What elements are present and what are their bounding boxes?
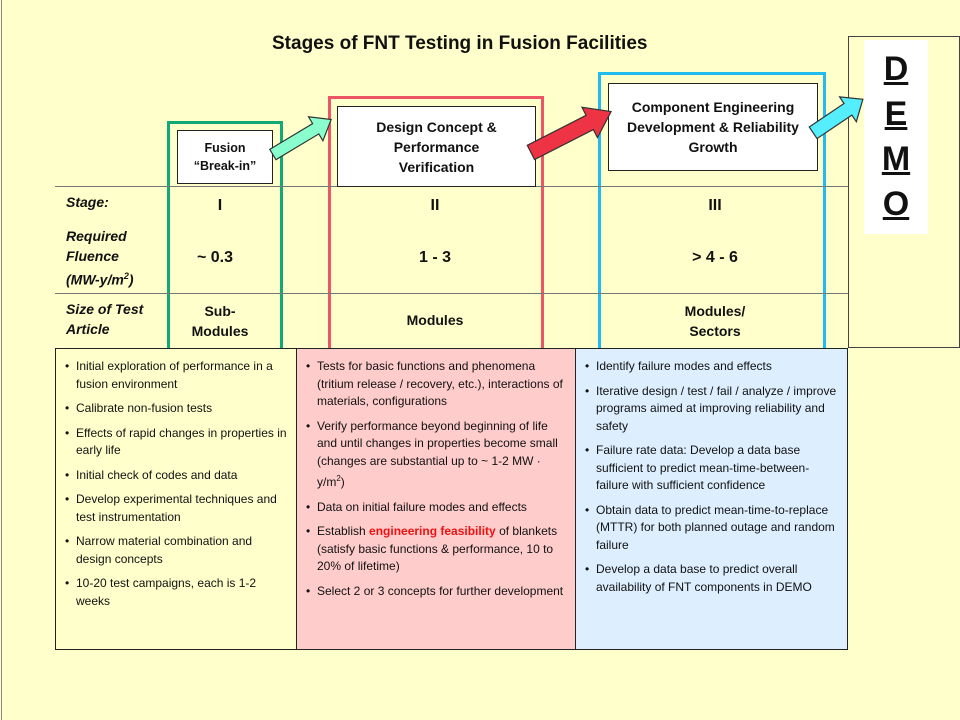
- list-item: Calibrate non-fusion tests: [62, 400, 288, 418]
- row-label-fluence-line1: Required: [66, 228, 127, 244]
- stage1-header-line2: “Break-in”: [193, 159, 257, 173]
- list-item: Verify performance beyond beginning of l…: [303, 418, 567, 492]
- stage2-details-panel: Tests for basic functions and phenomena …: [296, 348, 576, 650]
- demo-letter-d: D: [883, 50, 909, 88]
- demo-letter-e: E: [884, 95, 908, 133]
- list-item: Initial check of codes and data: [62, 467, 288, 485]
- stage2-item4-post: of blankets (satisfy basic functions & p…: [317, 524, 558, 573]
- stage2-outline: [328, 96, 544, 351]
- row-divider-middle: [55, 293, 848, 294]
- list-item: Iterative design / test / fail / analyze…: [582, 383, 839, 436]
- list-item: 10-20 test campaigns, each is 1-2 weeks: [62, 575, 288, 610]
- stage2-item2-sup: 2: [336, 474, 341, 483]
- list-item: Failure rate data: Develop a data base s…: [582, 442, 839, 495]
- stage3-outline: [598, 72, 826, 351]
- stage2-item2-text: Verify performance beyond beginning of l…: [317, 418, 558, 490]
- stage1-size: Sub- Modules: [170, 301, 270, 341]
- list-item: Select 2 or 3 concepts for further devel…: [303, 583, 567, 601]
- stage2-item1-text: Tests for basic functions and phenomena …: [317, 359, 563, 408]
- stage3-details-panel: Identify failure modes and effectsIterat…: [575, 348, 848, 650]
- list-item: Obtain data to predict mean-time-to-repl…: [582, 502, 839, 555]
- arrow-stage2-to-stage3: [526, 106, 613, 161]
- row-label-size-line1: Size of Test: [66, 301, 144, 317]
- stage3-size-line2: Sectors: [689, 323, 741, 339]
- stage1-details-panel: Initial exploration of performance in a …: [55, 348, 297, 650]
- demo-letter-m: M: [881, 140, 911, 178]
- stage1-size-line1: Sub-: [204, 303, 236, 319]
- stage3-size: Modules/ Sectors: [660, 301, 770, 341]
- list-item: Narrow material combination and design c…: [62, 533, 288, 568]
- row-label-fluence-unit: (MW-y/m2): [66, 266, 134, 290]
- stage1-header-line1: Fusion: [204, 141, 246, 155]
- stage3-header-line1: Component Engineering: [631, 99, 795, 115]
- list-item: Tests for basic functions and phenomena …: [303, 358, 567, 411]
- list-item: Initial exploration of performance in a …: [62, 358, 288, 393]
- stage2-header-line1: Design Concept &: [376, 118, 497, 135]
- stage2-header-line3: Verification: [398, 158, 475, 175]
- row-label-size-line2: Article: [66, 321, 110, 337]
- stage2-fluence: 1 - 3: [418, 249, 451, 266]
- engineering-feasibility-highlight: engineering feasibility: [369, 524, 496, 538]
- demo-box: D E M O: [864, 40, 928, 234]
- list-item: Develop a data base to predict overall a…: [582, 561, 839, 596]
- fluence-unit-post: ): [128, 271, 134, 288]
- stage1-number: I: [217, 197, 223, 214]
- fluence-unit-pre: (MW-y/m: [66, 271, 124, 288]
- stage2-header-line2: Performance: [393, 138, 480, 155]
- stage3-size-line1: Modules/: [684, 303, 746, 319]
- stage2-size-line1: Modules: [406, 312, 464, 328]
- list-item: Develop experimental techniques and test…: [62, 491, 288, 526]
- list-item: Identify failure modes and effects: [582, 358, 839, 376]
- stage2-item2-post: ): [340, 475, 345, 489]
- stage1-details-list: Initial exploration of performance in a …: [62, 358, 288, 610]
- row-label-size: Size of Test Article: [66, 299, 143, 339]
- left-border-line: [1, 0, 2, 720]
- stage2-item3-text: Data on initial failure modes and effect…: [317, 499, 527, 514]
- stage3-header-line3: Growth: [688, 139, 738, 155]
- stage1-fluence: ~ 0.3: [196, 249, 234, 266]
- stage2-item5-text: Select 2 or 3 concepts for further devel…: [317, 583, 564, 598]
- stage2-size: Modules: [380, 310, 490, 330]
- stage2-header-box: Design Concept & Performance Verificatio…: [337, 106, 536, 187]
- stage2-number: II: [430, 197, 440, 214]
- stage1-size-line2: Modules: [191, 323, 249, 339]
- stage3-header-box: Component Engineering Development & Reli…: [608, 83, 818, 171]
- list-item: Establish engineering feasibility of bla…: [303, 523, 567, 576]
- row-label-stage: Stage:: [66, 194, 109, 210]
- page-title: Stages of FNT Testing in Fusion Faciliti…: [272, 33, 648, 54]
- fluence-unit-sup: 2: [123, 271, 129, 281]
- stage1-outline: [167, 121, 283, 351]
- stage2-details-list: Tests for basic functions and phenomena …: [303, 358, 567, 600]
- stage1-header-box: Fusion “Break-in”: [177, 130, 273, 184]
- stage3-fluence: > 4 - 6: [692, 249, 738, 266]
- stage3-number: III: [708, 197, 722, 214]
- stage3-header-line2: Development & Reliability: [627, 119, 799, 135]
- list-item: Effects of rapid changes in properties i…: [62, 425, 288, 460]
- stage3-details-list: Identify failure modes and effectsIterat…: [582, 358, 839, 596]
- list-item: Data on initial failure modes and effect…: [303, 499, 567, 517]
- arrow-stage3-to-demo: [808, 96, 864, 140]
- row-label-fluence-line2: Fluence: [66, 248, 119, 264]
- row-label-fluence: Required Fluence (MW-y/m2): [66, 226, 134, 290]
- arrow-stage1-to-stage2: [268, 116, 332, 161]
- demo-letter-o: O: [882, 185, 910, 223]
- stage2-item4-pre: Establish: [317, 524, 370, 538]
